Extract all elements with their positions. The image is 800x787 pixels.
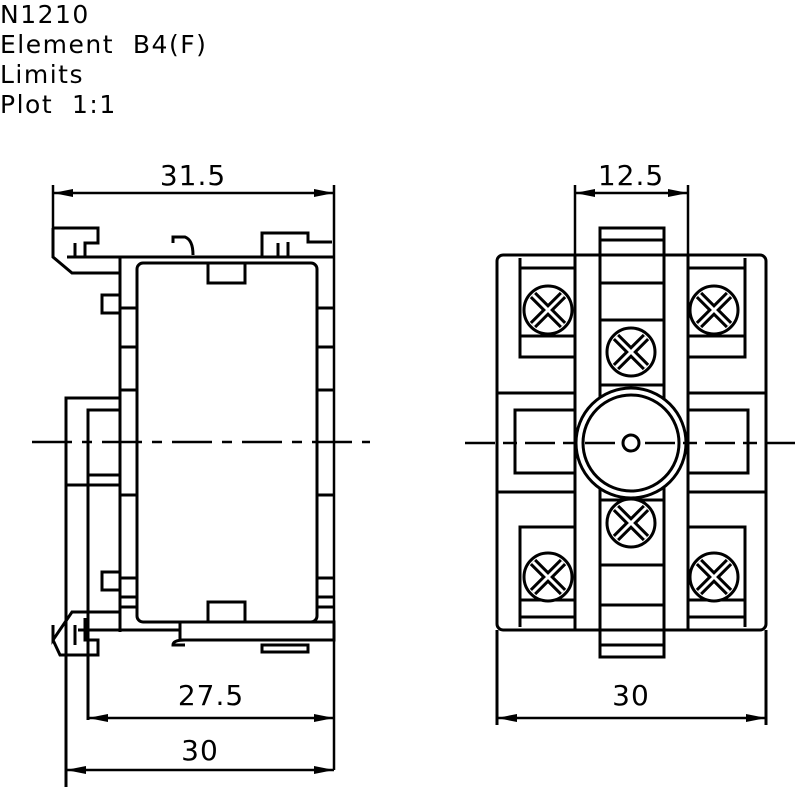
- dimension-27-5: 27.5: [178, 679, 244, 712]
- limits-label: Limits: [0, 60, 84, 89]
- front-view: 12.5: [465, 159, 800, 725]
- part-number: N1210: [0, 0, 90, 29]
- plot-scale: Plot 1:1: [0, 90, 117, 119]
- side-view: 31.5: [32, 159, 370, 787]
- terminal-screw-icon: [607, 328, 655, 376]
- terminal-screw-icon: [607, 499, 655, 547]
- dimension-30-front: 30: [612, 679, 650, 712]
- dimension-12-5: 12.5: [598, 159, 664, 192]
- terminal-screw-icon: [524, 553, 572, 601]
- element-label: Element B4(F): [0, 30, 208, 59]
- terminal-screw-icon: [524, 286, 572, 334]
- dimension-31-5: 31.5: [160, 159, 226, 192]
- terminal-screw-icon: [690, 286, 738, 334]
- dimension-30-side: 30: [181, 734, 219, 767]
- terminal-screw-icon: [690, 553, 738, 601]
- title-block: N1210 Element B4(F) Limits Plot 1:1: [0, 0, 207, 120]
